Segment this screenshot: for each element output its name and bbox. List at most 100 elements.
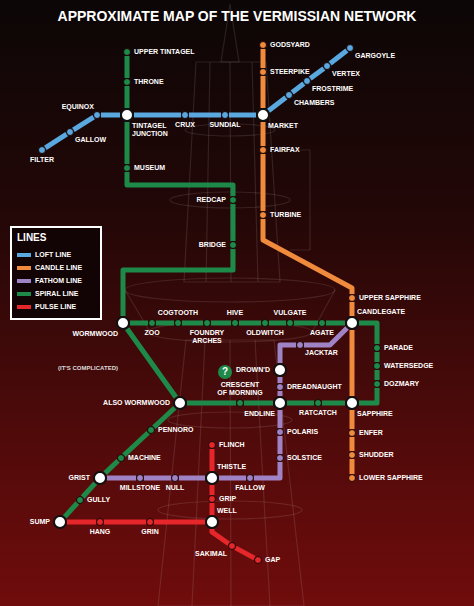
station-label: SAPPHIRE [357, 410, 393, 418]
station-name: FILTER [30, 156, 54, 164]
station-stop: THRONE [123, 78, 131, 86]
station-name: SHUDDER [359, 451, 394, 459]
station-name: WATERSEDGE [384, 362, 433, 370]
legend-heading: LINES [17, 232, 95, 244]
rail-line [359, 323, 377, 344]
legend-text: CANDLE LINE [35, 264, 82, 271]
rail-line [236, 548, 255, 558]
station-label: DROWN'D [236, 366, 270, 374]
station-name: CHAMBERS [294, 99, 334, 107]
station-name: UPPER SAPPHIRE [359, 294, 421, 302]
rail-line [125, 122, 130, 164]
station-name: FAIRFAX [270, 146, 300, 154]
rail-line [375, 370, 380, 380]
question-marker: ? [218, 365, 232, 379]
station-label: MARKET [268, 122, 298, 130]
station-label: PARADE [384, 344, 413, 352]
station-name: FROSTRIME [312, 85, 353, 93]
rail-line [83, 483, 96, 497]
station-name: BRIDGE [199, 241, 226, 249]
station-label: VULGATE [274, 309, 307, 317]
station-label: FOUNDRY ARCHES [187, 329, 227, 345]
station-label: COGTOOTH [158, 309, 198, 317]
rail-line [350, 302, 355, 316]
station-name: TINTAGEL JUNCTION [132, 122, 172, 138]
station-label: GRIST [69, 474, 90, 482]
station-label: REDCAP [196, 196, 226, 204]
station-stop: GALLOW [66, 128, 74, 136]
station-label: STEERPIKE [270, 68, 310, 76]
station-stop: FROSTRIME [303, 77, 311, 85]
rail-line [280, 345, 296, 363]
legend-swatch [17, 279, 31, 283]
station-label: VERTEX [332, 70, 360, 78]
station-label: GAP [265, 556, 280, 564]
station-name: DOZMARY [384, 380, 419, 388]
rail-line [350, 330, 355, 396]
station-label: NULL [166, 484, 185, 492]
station-name: NULL [166, 484, 185, 492]
rail-line [210, 449, 215, 471]
station-label: POLARIS [287, 428, 318, 436]
rail-line [350, 437, 355, 451]
rail-line [105, 461, 118, 473]
station-name: DROWN'D [236, 366, 270, 374]
station-name: ENDLINE [244, 410, 275, 418]
station-label: CHAMBERS [294, 99, 334, 107]
station-name: SOLSTICE [287, 454, 322, 462]
legend-swatch [17, 253, 31, 257]
station-stop: CHAMBERS [285, 91, 293, 99]
rail-line [359, 388, 377, 403]
station-label: GULLY [87, 496, 110, 504]
station-label: ZOO [144, 329, 159, 337]
interchange-station: GRIST [93, 471, 107, 485]
map-title: APPROXIMATE MAP OF THE VERMISSIAN NETWOR… [0, 8, 474, 25]
station-label: RATCATCH [299, 409, 337, 417]
station-stop: NULL [171, 474, 179, 482]
station-stop: ENFER [348, 429, 356, 437]
station-name: CANDLEGATE [357, 308, 405, 316]
rail-line [269, 97, 286, 110]
legend-text: FATHOM LINE [35, 277, 82, 284]
station-stop: VULGATE [286, 319, 294, 327]
rail-line [244, 401, 273, 406]
station-stop: SUNDIAL [221, 111, 229, 119]
station-stop: OLDWITCH [261, 319, 269, 327]
rail-line [134, 113, 181, 118]
interchange-station: CANDLEGATE [345, 316, 359, 330]
rail-line [125, 86, 130, 108]
station-stop: FLINCH [208, 441, 216, 449]
rail-line [104, 520, 146, 525]
station-stop: PARADE [373, 344, 381, 352]
station-stop: JACKTAR [296, 341, 304, 349]
station-name: OLDWITCH [246, 329, 284, 337]
station-label: EQUINOX [62, 103, 94, 111]
station-label: THRONE [134, 78, 164, 86]
station-name: ENFER [359, 429, 383, 437]
rail-line [182, 321, 203, 326]
station-name: SUNDIAL [209, 121, 240, 129]
station-label: WORMWOOD [73, 330, 119, 338]
station-label: HANG [90, 528, 111, 536]
station-name: GODSYARD [270, 41, 310, 49]
station-stop: POLARIS [276, 428, 284, 436]
station-label: GALLOW [75, 136, 106, 144]
station-stop: TURBINE [259, 211, 267, 219]
station-name: HANG [90, 528, 111, 536]
station-stop: FILTER [38, 146, 46, 154]
rail-line [124, 433, 148, 456]
rail-line [322, 401, 345, 406]
station-stop: PENNORO [147, 426, 155, 434]
station-name: STEERPIKE [270, 68, 310, 76]
station-stop: UPPER TINTAGEL [123, 48, 131, 56]
rail-line [350, 459, 355, 474]
station-label: ALSO WORMWOOD [103, 399, 170, 407]
station-stop: GRIN [146, 518, 154, 526]
rail-line [254, 462, 280, 478]
station-name: PARADE [384, 344, 413, 352]
station-stop: AGATE [318, 319, 326, 327]
interchange-station: TINTAGEL JUNCTION [120, 108, 134, 122]
rail-line [130, 321, 148, 326]
legend-row: CANDLE LINE [17, 261, 95, 274]
station-stop: BRIDGE [229, 241, 237, 249]
